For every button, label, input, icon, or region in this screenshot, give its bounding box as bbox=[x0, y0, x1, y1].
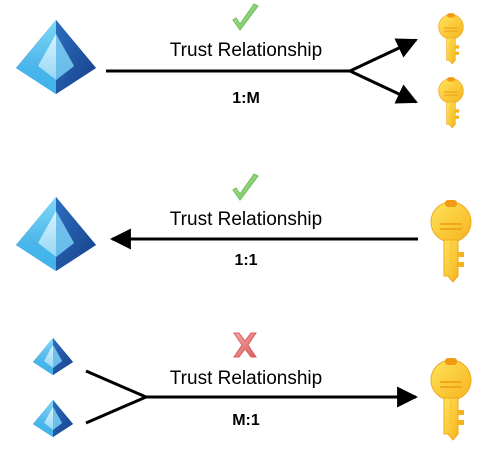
row-one-to-one: Trust Relationship 1:1 bbox=[16, 173, 472, 283]
checkmark-icon bbox=[232, 3, 259, 31]
key-icon bbox=[430, 199, 472, 283]
ratio-label: M:1 bbox=[232, 412, 260, 429]
cross-icon bbox=[233, 332, 257, 358]
ratio-label: 1:M bbox=[232, 90, 260, 107]
branch-line-bottom bbox=[85, 395, 147, 425]
key-icon bbox=[437, 76, 465, 129]
ratio-label: 1:1 bbox=[234, 252, 257, 269]
azure-ad-icon bbox=[33, 400, 73, 437]
relationship-label: Trust Relationship bbox=[170, 209, 322, 230]
row-many-to-one: Trust Relationship M:1 bbox=[33, 332, 472, 441]
azure-ad-icon bbox=[16, 197, 96, 271]
relationship-label: Trust Relationship bbox=[170, 40, 322, 61]
arrow-to-key-bottom bbox=[349, 69, 418, 104]
row-one-to-many: Trust Relationship 1:M bbox=[16, 3, 465, 129]
azure-ad-icon bbox=[16, 20, 96, 94]
relationship-label: Trust Relationship bbox=[170, 368, 322, 389]
key-icon bbox=[437, 12, 465, 65]
checkmark-icon bbox=[232, 173, 259, 201]
branch-line-top bbox=[85, 369, 147, 399]
azure-ad-icon bbox=[33, 338, 73, 375]
key-icon bbox=[430, 357, 472, 441]
arrow-to-key-top bbox=[349, 38, 418, 73]
